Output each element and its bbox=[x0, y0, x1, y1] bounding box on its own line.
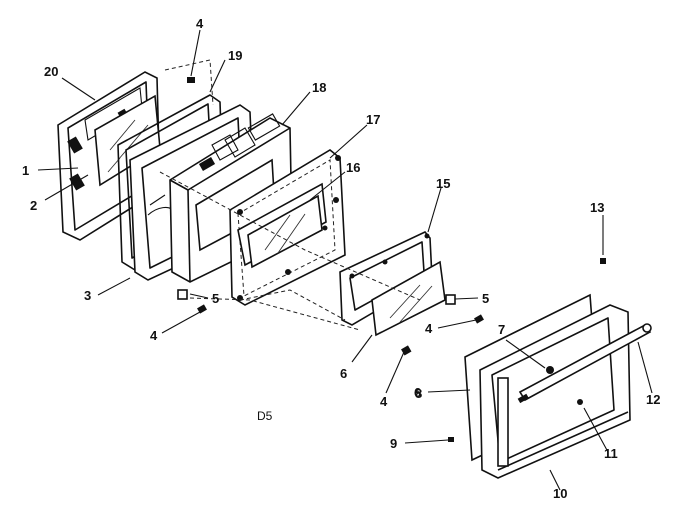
hardware-screws bbox=[177, 77, 606, 442]
callout-15: 15 bbox=[436, 176, 450, 191]
callout-8: 8 bbox=[415, 386, 422, 401]
callout-4-mid: 4 bbox=[425, 321, 433, 336]
callout-4-bottom: 4 bbox=[380, 394, 388, 409]
part-10-door-frame bbox=[479, 304, 631, 479]
callout-10: 10 bbox=[553, 486, 567, 501]
callout-11-unused: 11 bbox=[604, 446, 618, 461]
callout-20: 20 bbox=[44, 64, 58, 79]
callout-9: 9 bbox=[390, 436, 397, 451]
callout-5-left: 5 bbox=[212, 291, 219, 306]
callout-7: 7 bbox=[498, 322, 505, 337]
callout-5-right: 5 bbox=[482, 291, 489, 306]
callout-6-mid: 6 bbox=[340, 366, 347, 381]
callout-4-top: 4 bbox=[196, 16, 204, 31]
callout-2: 2 bbox=[30, 198, 37, 213]
callout-6-right: 6 bbox=[414, 385, 421, 400]
callout-1: 1 bbox=[22, 163, 29, 178]
callout-16: 16 bbox=[346, 160, 360, 175]
callout-19: 19 bbox=[228, 48, 242, 63]
alignment-lines bbox=[159, 59, 421, 331]
callout-18: 18 bbox=[312, 80, 326, 95]
callout-3: 3 bbox=[84, 288, 91, 303]
callout-labels: 1 2 3 4 4 4 4 5 5 6 6 7 8 9 10 11 12 13 … bbox=[22, 16, 660, 501]
callout-13: 13 bbox=[590, 200, 604, 215]
figure-label: D5 bbox=[257, 409, 273, 423]
callout-12: 12 bbox=[646, 392, 660, 407]
callout-17: 17 bbox=[366, 112, 380, 127]
leader-lines bbox=[37, 29, 653, 491]
part-16-window-assembly bbox=[237, 182, 328, 269]
callout-4-left: 4 bbox=[150, 328, 158, 343]
part-6-glass-pane bbox=[371, 260, 446, 337]
